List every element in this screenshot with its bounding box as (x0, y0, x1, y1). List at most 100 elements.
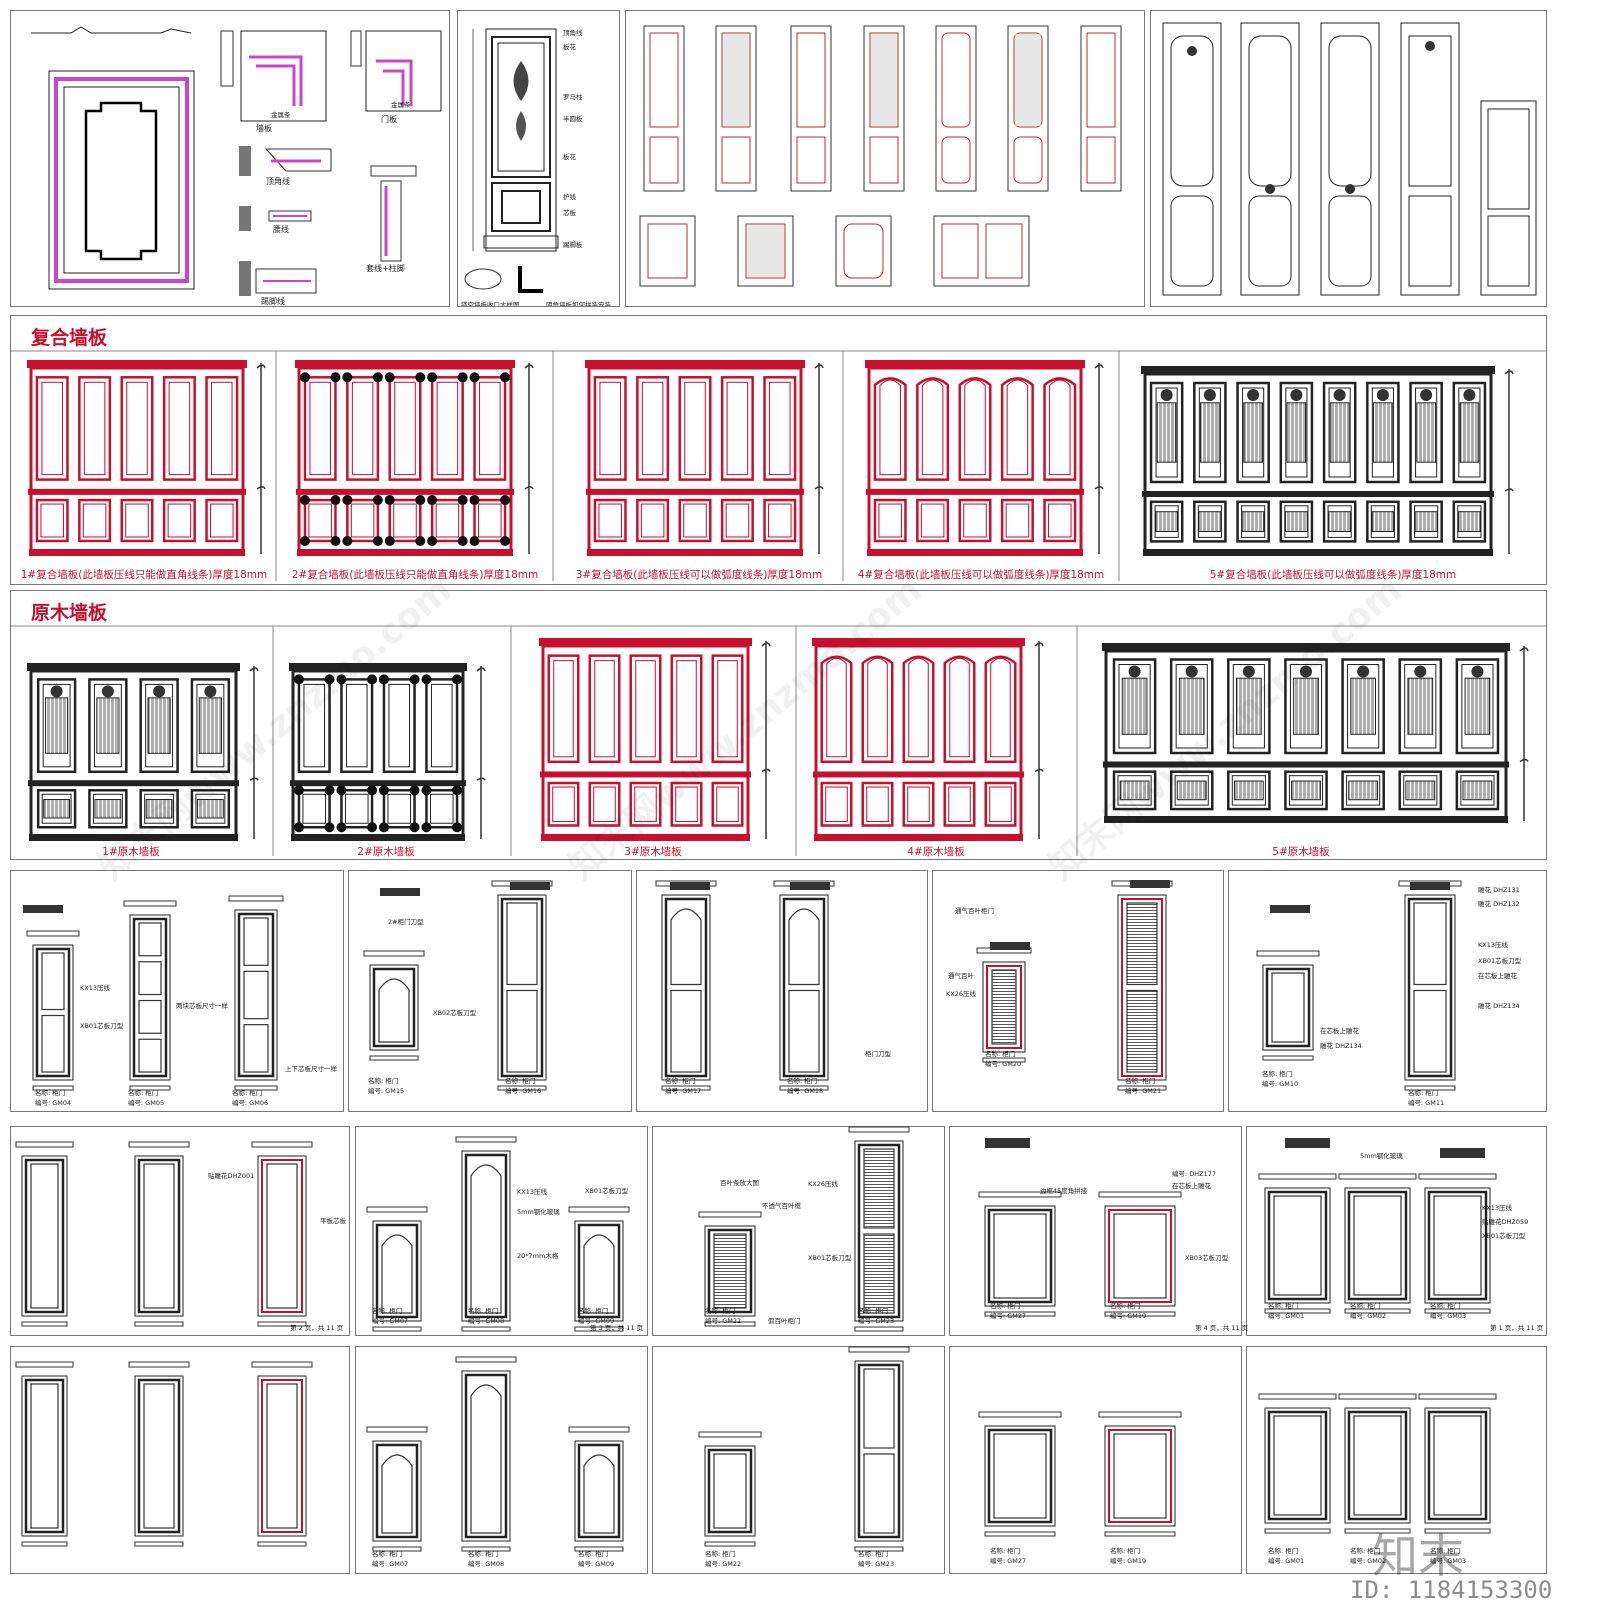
cabinet-door (1258, 1393, 1337, 1534)
cabinet-code-label: 编号: GM06 (232, 1099, 269, 1107)
cabinet-code-label: 编号: GM22 (705, 1317, 742, 1325)
r3-label-6: 柜门刀型 (865, 1050, 891, 1058)
door-label-1: 板花 (563, 43, 576, 51)
cabinet-name-label: 名称: 柜门 (1268, 1547, 1299, 1555)
r4-label-12: XB03芯板刀型 (1185, 1254, 1229, 1262)
cabinet-door (491, 880, 553, 1091)
wall-elevation (289, 663, 486, 841)
cabinet-sheet-r5-5 (1246, 1346, 1547, 1574)
r3-label-0: KX13压线 (80, 984, 110, 992)
cabinet-name-label: 名称: 柜门 (1430, 1302, 1461, 1310)
cabinet-code-label: 编号: GM09 (578, 1317, 615, 1325)
r4-label-15: 贴雕花DHZ059 (1482, 1218, 1529, 1226)
wall-elevation (812, 638, 1044, 841)
cabinet-code-label: 编号: GM23 (858, 1317, 895, 1325)
cabinet-door (1418, 1393, 1497, 1534)
cabinet-code-label: 编号: GM16 (505, 1087, 542, 1095)
cabinet-door (978, 1411, 1062, 1537)
cabinet-name-label: 名称: 柜门 (468, 1550, 499, 1558)
cabinet-door (1098, 1191, 1182, 1317)
r3-label-12: KX13压线 (1478, 941, 1508, 949)
solid-caption-3: 3#原木墙板 (624, 846, 682, 858)
r3-label-11: 雕花 DHZ132 (1478, 900, 1520, 908)
cabinet-code-label: 编号: GM10 (1262, 1080, 1299, 1088)
cabinet-sheet-r3-1 (10, 870, 344, 1112)
cabinet-door (228, 895, 284, 1091)
door-label-3: 半圆板 (563, 115, 583, 123)
cabinet-code-label: 编号: GM11 (1408, 1099, 1445, 1107)
cabinet-code-label: 编号: GM01 (1268, 1557, 1305, 1565)
r4-label-10: 编号: DHZ177 (1172, 1170, 1217, 1178)
cabinet-code-label: 编号: GM22 (705, 1560, 742, 1568)
door-note-0: 镂空墙板收口大样图 (461, 301, 520, 307)
cabinet-sheet-r3-5 (1228, 870, 1547, 1112)
wall-elevation (1102, 643, 1529, 823)
r4-label-8: 假百叶柜门 (768, 1317, 801, 1325)
cabinet-name-label: 名称: 柜门 (1125, 1077, 1156, 1085)
cabinet-door (363, 950, 425, 1061)
r3-label-13: XB01芯板刀型 (1478, 957, 1522, 965)
wall-elevation (27, 360, 266, 556)
cabinet-name-label: 名称: 柜门 (578, 1307, 609, 1315)
door-label-7: 踢脚板 (563, 241, 583, 249)
cabinet-name-label: 名称: 柜门 (505, 1077, 536, 1085)
r3-label-16: 在芯板上雕花 (1320, 1027, 1359, 1035)
r3-label-9: KX26压线 (946, 990, 976, 998)
r4-page-note-1: 第 3 页，共 11 页 (590, 1324, 644, 1332)
composite-panels-drawing (11, 350, 1546, 581)
cabinet-name-label: 名称: 柜门 (368, 1077, 399, 1085)
r3-label-1: XB01芯板刀型 (80, 1022, 124, 1030)
composite-caption-4: 4#复合墙板(此墙板压线可以做弧度线条)厚度18mm (857, 569, 1105, 581)
cabinet-code-label: 编号: GM17 (665, 1087, 702, 1095)
cabinet-door (1398, 880, 1462, 1091)
color-tag-1: 金属条 (271, 111, 291, 119)
cabinet-door (568, 1206, 630, 1332)
moulding-detail-frame: 墙板 门板 顶角线 腰线 踢脚线 套线+柱脚 金属条 金属条 (10, 10, 450, 307)
label-casing: 套线+柱脚 (366, 264, 405, 273)
r3-label-2: 两块芯板尺寸一样 (176, 1002, 228, 1010)
cabinet-code-label: 编号: GM18 (787, 1087, 824, 1095)
cabinet-code-label: 编号: GM27 (990, 1312, 1027, 1320)
cabinet-door (1098, 1411, 1182, 1537)
r3-label-7: 通气百叶柜门 (955, 907, 994, 915)
cabinet-code-label: 编号: GM19 (1110, 1557, 1147, 1565)
label-crown: 顶角线 (266, 177, 290, 186)
cabinet-name-label: 名称: 柜门 (1262, 1070, 1293, 1078)
label-wall: 墙板 (256, 124, 272, 133)
cabinet-name-label: 名称: 柜门 (372, 1550, 403, 1558)
cabinet-name-label: 名称: 柜门 (35, 1089, 66, 1097)
composite-section-title: 复合墙板 (31, 327, 108, 349)
composite-caption-3: 3#复合墙板(此墙板压线可以做弧度线条)厚度18mm (575, 569, 823, 581)
door-label-4: 板花 (563, 153, 576, 161)
cabinet-code-label: 编号: GM08 (468, 1317, 505, 1325)
wall-elevation (27, 663, 259, 841)
cabinet-code-label: 编号: GM23 (858, 1560, 895, 1568)
wall-elevation (539, 638, 771, 841)
cabinet-door (366, 1206, 428, 1332)
r4-label-17: 贴雕花DHZ001 (208, 1172, 255, 1180)
r4-label-7: XB01芯板刀型 (808, 1254, 852, 1262)
cabinet-name-label: 名称: 柜门 (1110, 1302, 1141, 1310)
composite-caption-5: 5#复合墙板(此墙板压线可以做弧度线条)厚度18mm (1209, 569, 1457, 581)
r4-label-3: XB01芯板刀型 (585, 1187, 629, 1195)
carved-door-drawing (464, 28, 559, 293)
cabinet-code-label: 编号: GM03 (1430, 1557, 1467, 1565)
cabinet-name-label: 名称: 柜门 (665, 1077, 696, 1085)
door-detail-frame: 顶角线 板花 罗马柱 半圆板 板花 护线 芯板 踢脚板 镂空墙板收口大样图 阴角… (457, 10, 620, 307)
cabinet-door (1256, 950, 1320, 1061)
cabinet-name-label: 名称: 柜门 (705, 1307, 736, 1315)
label-skirting: 踢脚线 (261, 297, 285, 306)
cabinet-door (26, 930, 80, 1091)
solid-panels-dividers (11, 625, 1546, 856)
r4-label-11: 在芯板上雕花 (1172, 1182, 1211, 1190)
r4-label-0: KX13压线 (517, 1188, 547, 1196)
r4-label-6: KX26压线 (808, 1180, 838, 1188)
solid-section-frame: 原木墙板 1#原木墙板 2#原木墙板 3#原木墙板 4#原木墙板 5#原木墙板 (10, 590, 1547, 860)
cabinet-name-label: 名称: 柜门 (990, 1302, 1021, 1310)
cabinet-door (655, 880, 717, 1091)
cabinet-sheet-r3-2 (348, 870, 632, 1112)
cabinet-door (1111, 880, 1173, 1091)
cabinet-sheet-r4-3 (652, 1126, 945, 1336)
cabinet-code-label: 编号: GM07 (372, 1317, 409, 1325)
cabinet-name-label: 名称: 柜门 (705, 1550, 736, 1558)
